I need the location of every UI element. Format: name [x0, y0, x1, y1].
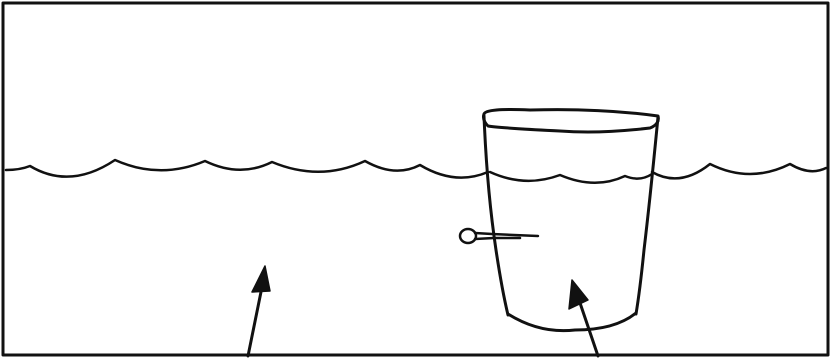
cup-right-wall — [636, 117, 658, 314]
cup-water-line — [490, 172, 652, 183]
arrow-water-shaft — [248, 282, 263, 356]
cup-rim — [484, 110, 659, 133]
arrow-water-head — [252, 266, 270, 292]
arrow-cup-head — [569, 280, 588, 309]
water-surface-left — [6, 160, 488, 178]
water-surface-right — [652, 164, 826, 178]
cup-left-wall — [484, 116, 508, 315]
arrow-cup-shaft — [578, 297, 598, 356]
cup-bottom — [508, 313, 636, 331]
diagram-frame — [3, 3, 828, 355]
thermometer-bulb — [460, 229, 476, 243]
thermometer-stem — [475, 233, 538, 239]
